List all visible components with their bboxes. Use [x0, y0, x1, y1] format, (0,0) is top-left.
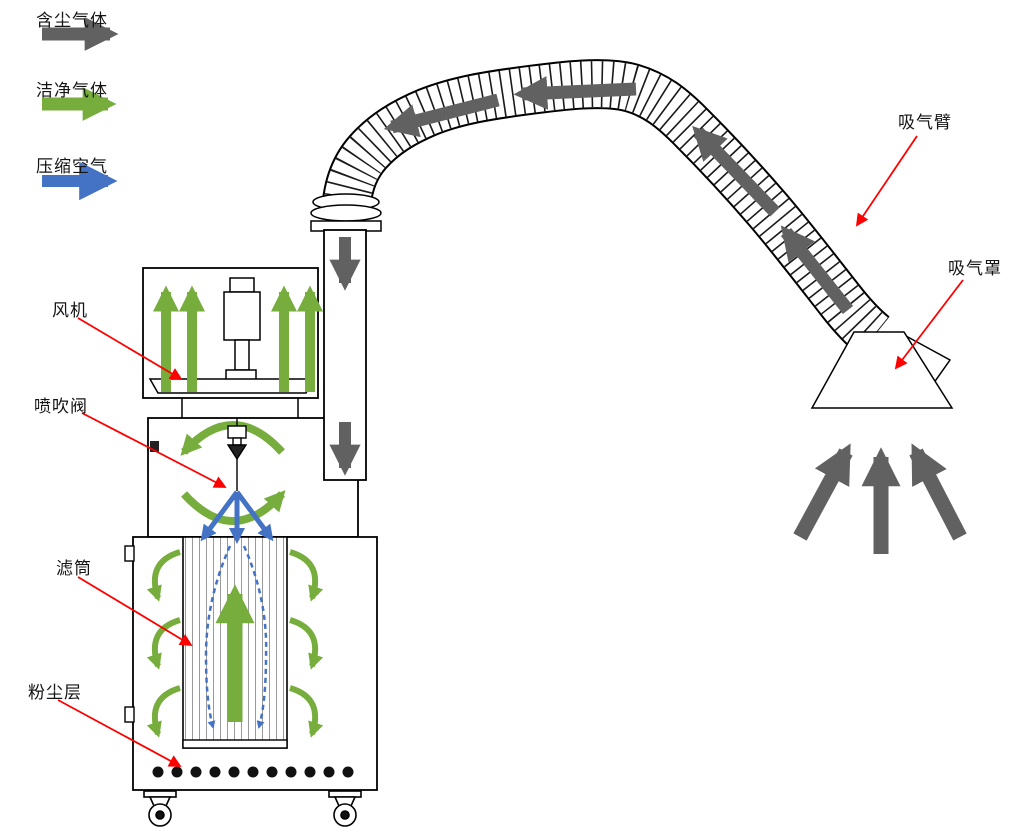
label-pulse-valve: 喷吹阀	[34, 397, 88, 416]
hood-intake-arrows	[793, 443, 967, 554]
label-suction-arm: 吸气臂	[898, 113, 952, 132]
valve-callout-arrow	[81, 412, 227, 488]
pulse-valve	[226, 418, 248, 491]
hood-cone	[810, 331, 954, 409]
caster-left	[143, 790, 177, 827]
hinge-top	[124, 545, 135, 562]
callout-arrows	[57, 135, 964, 767]
caster-right	[328, 790, 362, 827]
dust-gas-flow-arrows	[42, 17, 854, 315]
fan-callout-arrow	[77, 317, 183, 380]
suction-hood	[810, 331, 954, 409]
chamber-fitting	[150, 441, 159, 452]
label-filter-cartridge: 滤筒	[56, 559, 92, 578]
legend-label-dust-gas: 含尘气体	[36, 11, 108, 30]
dust-callout-arrow	[57, 699, 182, 767]
dust-layer-dots	[152, 766, 354, 778]
hood-callout-arrow	[894, 279, 964, 370]
filter-callout-arrow	[77, 576, 193, 646]
hinge-bottom	[124, 706, 135, 723]
hose-inlet-flange	[310, 193, 382, 232]
legend-label-compressed-air: 压缩空气	[36, 157, 108, 176]
arm-callout-arrow	[855, 135, 918, 227]
label-dust-layer: 粉尘层	[28, 683, 82, 702]
casters	[143, 790, 362, 827]
clean-gas-out-arrows	[42, 87, 323, 392]
fan-plate	[148, 378, 316, 394]
legend-label-clean-gas: 洁净气体	[36, 81, 108, 100]
filter-clean-gas-arrows	[146, 549, 324, 738]
compressed-air-arrows	[42, 161, 274, 729]
label-suction-hood: 吸气罩	[948, 259, 1002, 278]
label-fan: 风机	[52, 301, 88, 320]
swirl-arrows	[180, 421, 286, 525]
